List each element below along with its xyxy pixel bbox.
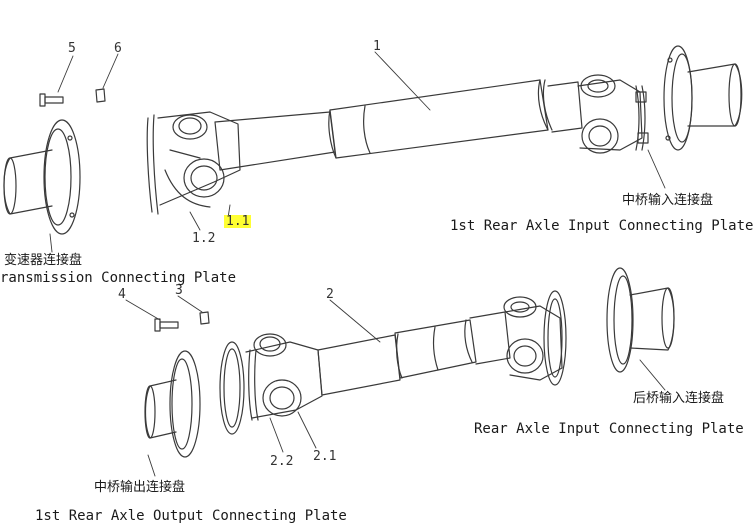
mid-axle-input-label-cn: 中桥输入连接盘 — [622, 193, 714, 208]
upper-right-yoke — [577, 74, 649, 154]
lower-left-flange-plate — [219, 341, 245, 435]
bolt-4 — [154, 318, 179, 332]
part-number-2-2: 2.2 — [270, 454, 294, 469]
rear-axle-input-label-cn: 后桥输入连接盘 — [633, 391, 725, 406]
part-number-1-2: 1.2 — [192, 231, 216, 246]
lower-drive-shaft — [317, 311, 511, 396]
part-number-1-1: 1.1 — [224, 214, 252, 229]
part-number-1: 1 — [373, 39, 381, 54]
gearbox-plate-label-cn: 变速器连接盘 — [4, 253, 83, 268]
nut-6 — [95, 88, 106, 103]
gearbox-flange — [3, 119, 81, 235]
bolt-5 — [39, 93, 64, 107]
nut-3 — [199, 311, 210, 325]
part-number-2: 2 — [326, 287, 334, 302]
rear-axle-input-label-en: Rear Axle Input Connecting Plate — [474, 421, 744, 437]
lower-right-yoke — [503, 290, 567, 386]
leader-lines — [49, 51, 666, 477]
part-number-6: 6 — [114, 41, 122, 56]
upper-drive-shaft — [214, 79, 583, 171]
gearbox-plate-label-en: ransmission Connecting Plate — [0, 270, 237, 286]
rear-input-flange — [606, 267, 675, 373]
output-flange — [144, 350, 201, 458]
part-number-2-1: 2.1 — [313, 449, 337, 464]
part-number-3: 3 — [175, 283, 183, 298]
upper-left-yoke — [146, 111, 241, 215]
lower-left-yoke — [245, 333, 323, 421]
mid-axle-output-label-en: 1st Rear Axle Output Connecting Plate — [35, 508, 347, 524]
part-number-5: 5 — [68, 41, 76, 56]
mid-axle-input-label-en: 1st Rear Axle Input Connecting Plate — [450, 218, 754, 234]
mid-axle-output-label-cn: 中桥输出连接盘 — [94, 480, 186, 495]
part-number-4: 4 — [118, 287, 126, 302]
upper-right-flange — [663, 45, 743, 151]
